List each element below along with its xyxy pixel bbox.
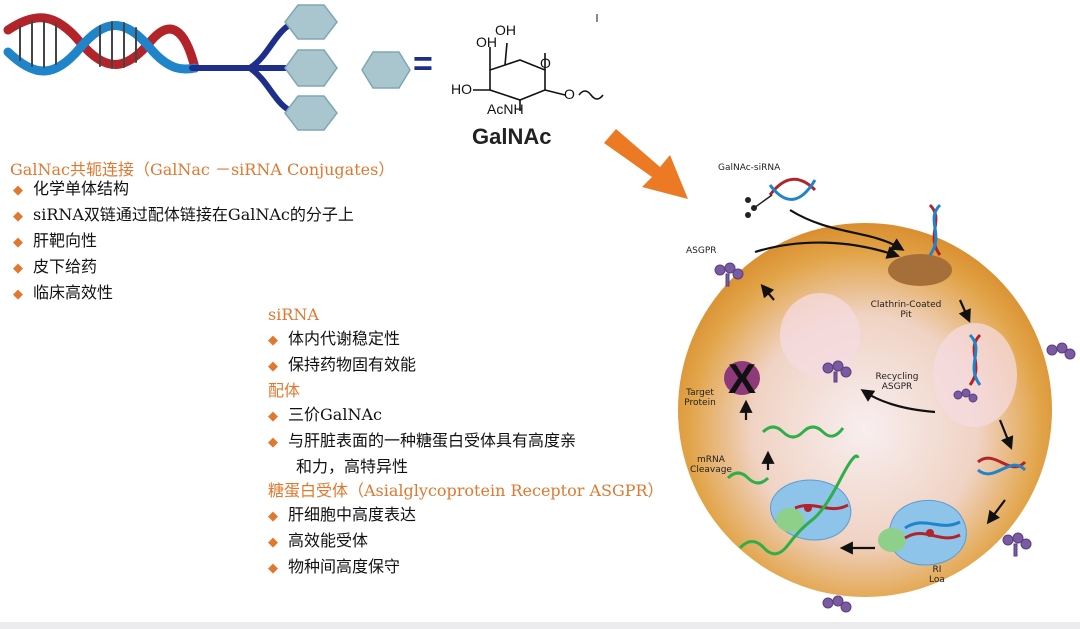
sirna-heading: siRNA — [268, 305, 319, 324]
bullet-icon: ◆ — [13, 183, 23, 198]
corner-mark — [596, 14, 598, 22]
conjugates-list: ◆化学单体结构 ◆siRNA双链通过配体链接在GalNAc的分子上 ◆肝靶向性 … — [13, 177, 354, 307]
ho-left-label: HO — [451, 81, 472, 97]
target-protein — [724, 361, 760, 395]
galnac-hexagons — [284, 4, 338, 131]
bullet-icon: ◆ — [13, 235, 23, 250]
list-item: ◆肝靶向性 — [13, 231, 98, 250]
galnac-cluster-icon — [745, 194, 773, 218]
bullet-icon: ◆ — [268, 409, 278, 424]
bullet-icon: ◆ — [13, 261, 23, 276]
galnac-sirna-label: GalNAc-siRNA — [718, 163, 781, 173]
bullet-icon: ◆ — [268, 333, 278, 348]
ligand-heading: 配体 — [268, 381, 301, 400]
list-item-continuation: 和力，高特异性 — [296, 457, 409, 476]
list-item: ◆体内代谢稳定性 — [268, 329, 401, 348]
mrna-strands — [726, 425, 860, 556]
orange-arrow — [604, 129, 688, 199]
sirna-duplex-endosome — [968, 333, 982, 386]
ring-o-label: O — [540, 55, 551, 71]
bullet-icon: ◆ — [268, 359, 278, 374]
risc-complex-right — [878, 499, 967, 566]
bottom-divider — [0, 622, 1080, 629]
endosome-left — [780, 293, 860, 377]
list-item: ◆肝细胞中高度表达 — [268, 505, 417, 524]
list-item: ◆物种间高度保守 — [268, 557, 401, 576]
clathrin-pit — [888, 254, 952, 286]
list-item: ◆与肝脏表面的一种糖蛋白受体具有高度亲 — [268, 431, 577, 450]
oh-mid-label: OH — [476, 34, 497, 50]
list-item: ◆保持药物固有效能 — [268, 355, 417, 374]
x-mark: X — [728, 355, 756, 402]
bullet-icon: ◆ — [268, 509, 278, 524]
galnac-name: GalNAc — [472, 124, 552, 149]
list-item: ◆皮下给药 — [13, 257, 98, 276]
oh-top-label: OH — [495, 22, 516, 38]
bullet-icon: ◆ — [13, 209, 23, 224]
list-item: ◆高效能受体 — [268, 531, 369, 550]
bullet-icon: ◆ — [268, 535, 278, 550]
bullet-icon: ◆ — [268, 435, 278, 450]
equals-sign: = — [413, 45, 433, 83]
asgpr-label: ASGPR — [686, 246, 717, 256]
details-column: siRNA ◆体内代谢稳定性 ◆保持药物固有效能 配体 ◆三价GalNAc ◆与… — [268, 303, 664, 581]
list-item: ◆化学单体结构 — [13, 179, 130, 198]
acnh-label: AcNH — [487, 101, 524, 117]
sirna-trivalent-illustration — [3, 4, 338, 131]
bullet-icon: ◆ — [268, 561, 278, 576]
conjugates-heading: GalNac共轭连接（GalNac －siRNA Conjugates） — [10, 160, 395, 179]
galnac-chemical-structure — [473, 42, 604, 111]
galnac-hexagon-single — [361, 51, 411, 89]
hepatocyte-cell-diagram: X — [678, 177, 1076, 613]
list-item: ◆临床高效性 — [13, 283, 114, 302]
sirna-duplex-pit — [928, 203, 942, 256]
sirna-duplex-released — [977, 456, 1027, 476]
dna-helix — [3, 13, 200, 76]
list-item: ◆三价GalNAc — [268, 405, 382, 424]
bullet-icon: ◆ — [13, 287, 23, 302]
trivalent-linker — [189, 19, 298, 116]
glyco-o-label: O — [564, 86, 575, 102]
receptor-heading: 糖蛋白受体（Asialglycoprotein Receptor ASGPR） — [268, 481, 664, 500]
asgpr-receptor-icons — [714, 262, 1076, 613]
list-item: ◆siRNA双链通过配体链接在GalNAc的分子上 — [13, 205, 354, 224]
pathway-arrows — [739, 209, 1014, 555]
sirna-duplex-top — [768, 177, 817, 201]
